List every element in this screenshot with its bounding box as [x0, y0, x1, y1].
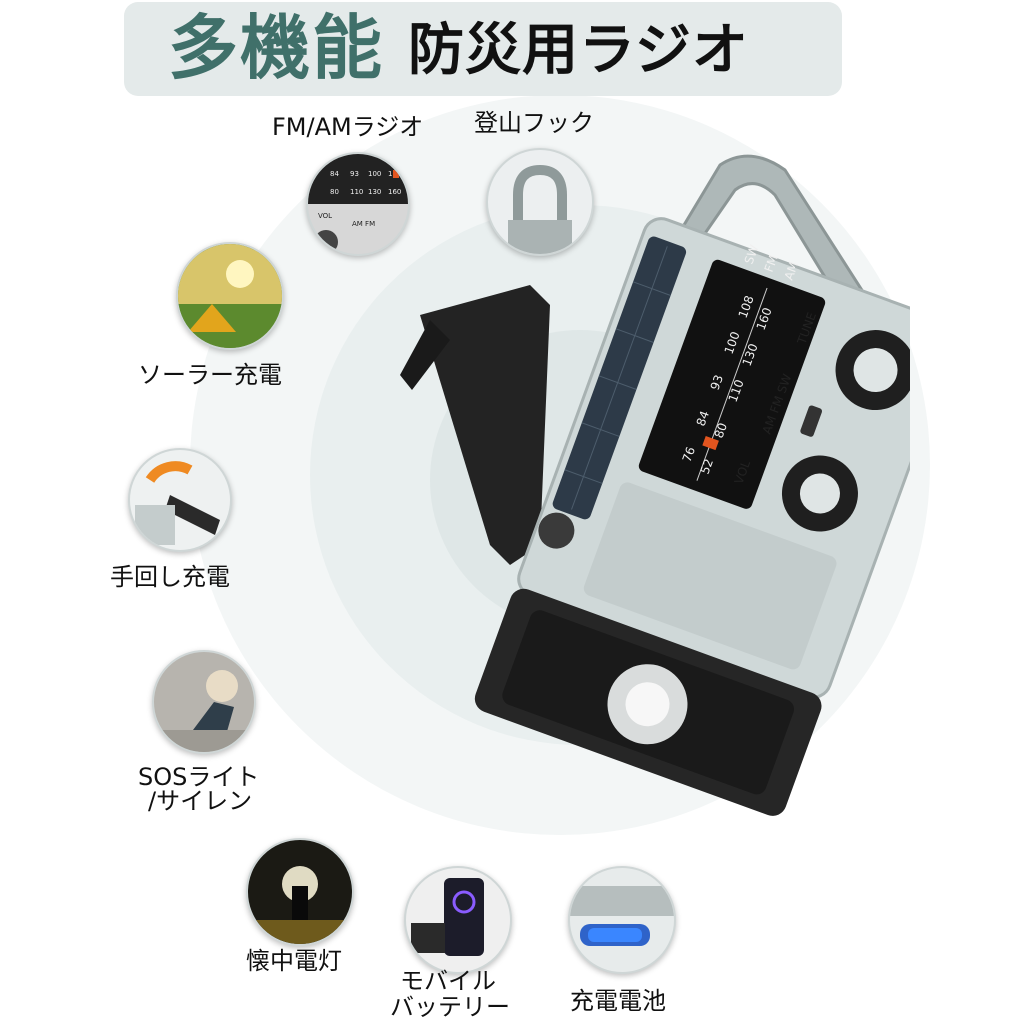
- svg-text:93: 93: [350, 170, 359, 178]
- hand-crank-icon: [400, 285, 550, 565]
- svg-text:VOL: VOL: [318, 212, 332, 220]
- feature-label: SOSライト: [138, 763, 260, 791]
- radio-dial-icon: 84 93 100 108 80 110 130 160 VOL AM FM: [306, 152, 410, 256]
- speaker-grille: [583, 482, 837, 670]
- svg-text:AM FM: AM FM: [352, 220, 375, 228]
- feature-label: ソーラー充電: [138, 361, 282, 389]
- title-main: 防災用ラジオ: [408, 18, 749, 83]
- am-scale-label: 80: [712, 421, 730, 440]
- tuning-needle: [702, 435, 719, 451]
- carabiner-hook-icon: [486, 148, 594, 256]
- svg-text:110: 110: [350, 188, 363, 196]
- feature-label-line2: /サイレン: [148, 787, 253, 815]
- feature-label: モバイル: [400, 967, 496, 995]
- svg-text:130: 130: [368, 188, 381, 196]
- feature-label: 充電電池: [570, 987, 666, 1015]
- svg-text:100: 100: [368, 170, 381, 178]
- fm-scale-label: 84: [694, 409, 712, 428]
- svg-text:84: 84: [330, 170, 339, 178]
- dial-sw: SW: [742, 243, 762, 266]
- dial-am: AM: [782, 260, 802, 282]
- battery-icon: [568, 866, 676, 974]
- sos-person-icon: [152, 650, 256, 754]
- dial-fm: FM: [762, 253, 781, 274]
- feature-label: 懐中電灯: [246, 947, 342, 975]
- flashlight-person-icon: [246, 838, 354, 946]
- am-scale-label: 52: [698, 457, 716, 476]
- hand-crank-icon: [128, 448, 232, 552]
- radio-illustration: SW FM AM 76 84 93 100 108 52 80 110 130 …: [400, 154, 910, 816]
- fm-scale-label: 93: [708, 373, 726, 392]
- title-banner: [124, 2, 842, 96]
- title-accent: 多機能: [168, 7, 384, 89]
- light-button: [538, 512, 575, 549]
- feature-label: 手回し充電: [110, 563, 230, 591]
- carabiner-hook-icon: [673, 154, 868, 313]
- phone-charging-icon: [404, 866, 512, 974]
- fm-scale-label: 76: [680, 445, 698, 464]
- band-switch: [800, 405, 823, 437]
- feature-label: FM/AMラジオ: [272, 113, 424, 141]
- svg-text:80: 80: [330, 188, 339, 196]
- solar-tent-icon: [176, 242, 284, 350]
- feature-label-line2: バッテリー: [390, 993, 510, 1021]
- feature-label: 登山フック: [474, 109, 594, 137]
- svg-text:160: 160: [388, 188, 401, 196]
